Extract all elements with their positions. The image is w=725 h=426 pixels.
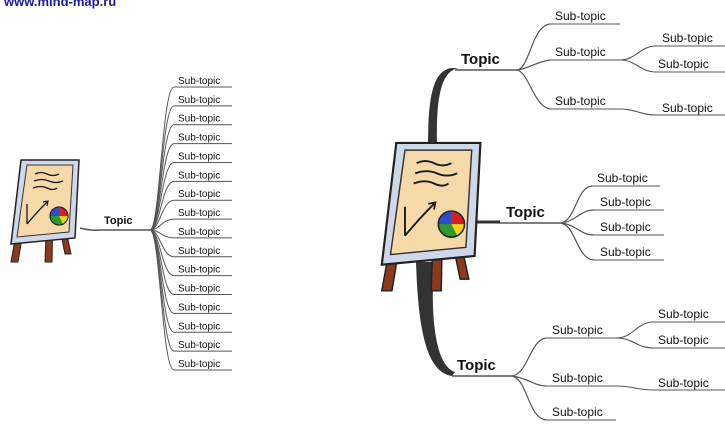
left-subtopic-connector [149, 229, 175, 371]
site-link[interactable]: www.mind-map.ru [4, 0, 117, 9]
rt-sub-1: Sub-topic [555, 9, 606, 23]
rt-sub-2-child-curves [619, 45, 657, 73]
rm-sub-3: Sub-topic [600, 220, 651, 234]
left-easel-icon [10, 159, 80, 263]
rb-sub-1: Sub-topic [552, 323, 603, 337]
right-top-branch-curves [517, 23, 551, 110]
left-subtopic-label: Sub-topic [178, 284, 220, 295]
rt-sub-2-child-2: Sub-topic [658, 57, 709, 71]
right-bottom-topic-label: Topic [457, 357, 496, 374]
rt-sub-2: Sub-topic [555, 45, 606, 59]
rt-sub-3-child-1: Sub-topic [662, 101, 713, 115]
left-subtopic-connector [149, 199, 175, 231]
rb-sub-3: Sub-topic [552, 405, 603, 419]
left-subtopic-label: Sub-topic [178, 133, 220, 144]
right-middle-branch-curves [559, 185, 595, 261]
left-subtopic-connector [149, 218, 175, 231]
left-subtopic-label: Sub-topic [178, 170, 220, 181]
right-top-topic-label: Topic [461, 51, 500, 68]
rt-sub-2-child-1: Sub-topic [662, 31, 713, 45]
left-topic-label: Topic [104, 215, 133, 227]
left-central-connector [79, 227, 101, 232]
left-subtopic-label: Sub-topic [178, 265, 220, 276]
left-subtopic-label: Sub-topic [178, 227, 220, 238]
left-subtopic-label: Sub-topic [178, 208, 220, 219]
left-subtopic-label: Sub-topic [178, 321, 220, 332]
rt-sub-3: Sub-topic [555, 94, 606, 108]
rt-sub-3-child-curve [619, 108, 657, 116]
left-subtopic-label: Sub-topic [178, 76, 220, 87]
rb-sub-2-child-1: Sub-topic [658, 376, 709, 390]
right-middle-topic-label: Topic [506, 204, 545, 221]
left-subtopic-connector [149, 180, 175, 231]
rm-sub-4: Sub-topic [600, 245, 651, 259]
left-subtopic-label: Sub-topic [178, 302, 220, 313]
rb-sub-1-child-curves [615, 321, 655, 349]
left-subtopic-label: Sub-topic [178, 151, 220, 162]
left-subtopic-label: Sub-topic [178, 114, 220, 125]
rm-sub-2: Sub-topic [600, 195, 651, 209]
rb-sub-1-child-1: Sub-topic [658, 307, 709, 321]
rb-sub-1-child-2: Sub-topic [658, 333, 709, 347]
rm-sub-1: Sub-topic [597, 171, 648, 185]
trunk-to-bottom-topic [416, 262, 455, 376]
left-subtopic-fan: Sub-topicSub-topicSub-topicSub-topicSub-… [149, 76, 232, 371]
left-subtopic-label: Sub-topic [178, 246, 220, 257]
left-subtopic-label: Sub-topic [178, 189, 220, 200]
right-bottom-branch-curves [511, 337, 547, 421]
left-subtopic-label: Sub-topic [178, 359, 220, 370]
left-subtopic-label: Sub-topic [178, 340, 220, 351]
left-subtopic-label: Sub-topic [178, 95, 220, 106]
rb-sub-2: Sub-topic [552, 371, 603, 385]
trunk-to-top-topic [428, 68, 458, 148]
rb-sub-2-child-curve [615, 385, 655, 391]
